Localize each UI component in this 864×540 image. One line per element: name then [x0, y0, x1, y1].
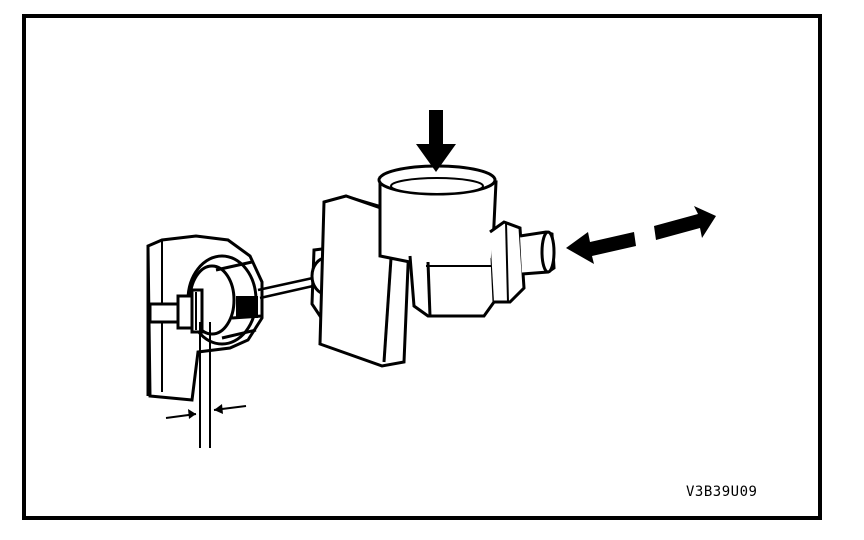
- figure-code-label: V3B39U09: [686, 484, 758, 500]
- movement-arrows: [566, 206, 716, 264]
- outlet-tube: [519, 230, 556, 276]
- threaded-shaft: [148, 288, 204, 334]
- clearance-lines: [165, 322, 247, 448]
- press-down-arrow: [416, 110, 456, 172]
